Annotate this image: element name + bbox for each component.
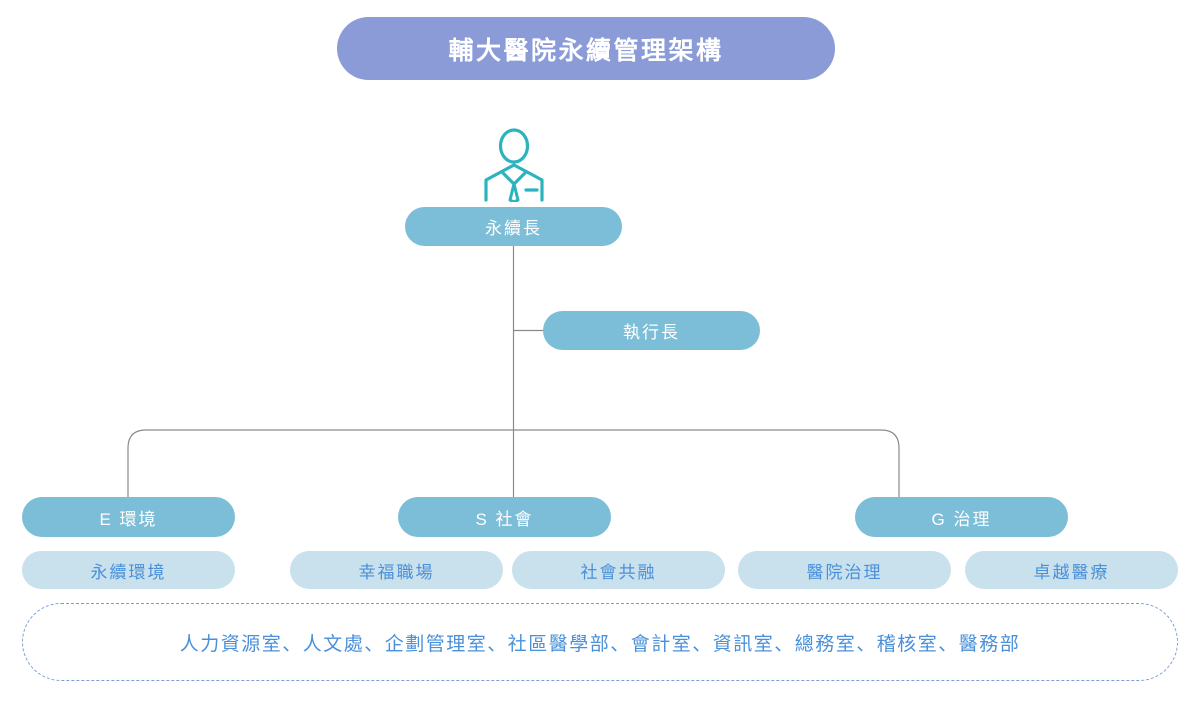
connector-bus-esg <box>127 429 900 497</box>
supporting-departments-list: 人力資源室、人文處、企劃管理室、社區醫學部、會計室、資訊室、總務室、稽核室、醫務… <box>179 633 1021 655</box>
node-chief-executive[interactable]: 執行長 <box>543 311 760 350</box>
node-pillar-environment[interactable]: E 環境 <box>22 497 235 537</box>
node-sub-sustainable-environment[interactable]: 永續環境 <box>22 551 235 589</box>
node-pillar-governance[interactable]: G 治理 <box>855 497 1068 537</box>
supporting-departments-container: 人力資源室、人文處、企劃管理室、社區醫學部、會計室、資訊室、總務室、稽核室、醫務… <box>22 603 1178 681</box>
page-title: 輔大醫院永續管理架構 <box>337 17 835 80</box>
node-sub-happy-workplace[interactable]: 幸福職場 <box>290 551 503 589</box>
person-executive-icon <box>484 128 544 202</box>
node-pillar-social[interactable]: S 社會 <box>398 497 611 537</box>
node-sub-excellent-healthcare[interactable]: 卓越醫療 <box>965 551 1178 589</box>
node-sub-hospital-governance[interactable]: 醫院治理 <box>738 551 951 589</box>
node-sub-social-inclusion[interactable]: 社會共融 <box>512 551 725 589</box>
node-sustainability-officer[interactable]: 永續長 <box>405 207 622 246</box>
